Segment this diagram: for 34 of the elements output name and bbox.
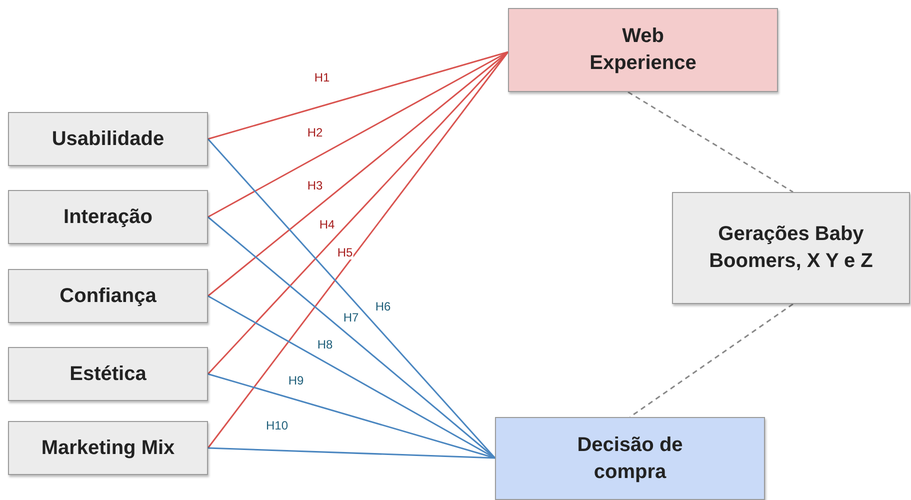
- process-box: [8, 112, 208, 166]
- connector-line: [207, 52, 509, 448]
- edge-label: H8: [316, 338, 334, 352]
- process-box: [508, 8, 778, 92]
- process-box: [672, 192, 910, 304]
- edge-label: H6: [374, 300, 392, 314]
- edge-label: H5: [336, 246, 354, 260]
- connector-line: [207, 138, 496, 458]
- dashed-line: [628, 91, 794, 193]
- node-label: Marketing Mix: [41, 436, 175, 460]
- node-label: Gerações Baby Boomers, X Y e Z: [708, 222, 874, 274]
- edge-label: H9: [287, 374, 305, 388]
- edge-label: H10: [265, 420, 289, 432]
- node-label: Estética: [70, 362, 146, 386]
- connector-line: [208, 447, 496, 459]
- process-box: [8, 421, 208, 475]
- process-box: [8, 269, 208, 323]
- edge-label: H7: [342, 312, 360, 324]
- node-label: Interação: [64, 204, 152, 230]
- edge-label: H3: [306, 180, 324, 192]
- connector-line: [208, 216, 496, 459]
- edge-label: H1: [313, 72, 331, 84]
- connector-line: [208, 51, 508, 218]
- node-label: Usabilidade: [52, 126, 164, 152]
- node-label: Confiança: [60, 284, 156, 308]
- node-label: Decisão de compra: [576, 432, 684, 484]
- edge-label: H2: [306, 126, 324, 140]
- node-label: Web Experience: [588, 24, 698, 76]
- process-box: [8, 347, 208, 401]
- connector-line: [208, 373, 496, 459]
- edge-label: H4: [318, 218, 336, 232]
- connector-line: [208, 51, 508, 140]
- process-box: [495, 417, 765, 500]
- process-box: [8, 190, 208, 244]
